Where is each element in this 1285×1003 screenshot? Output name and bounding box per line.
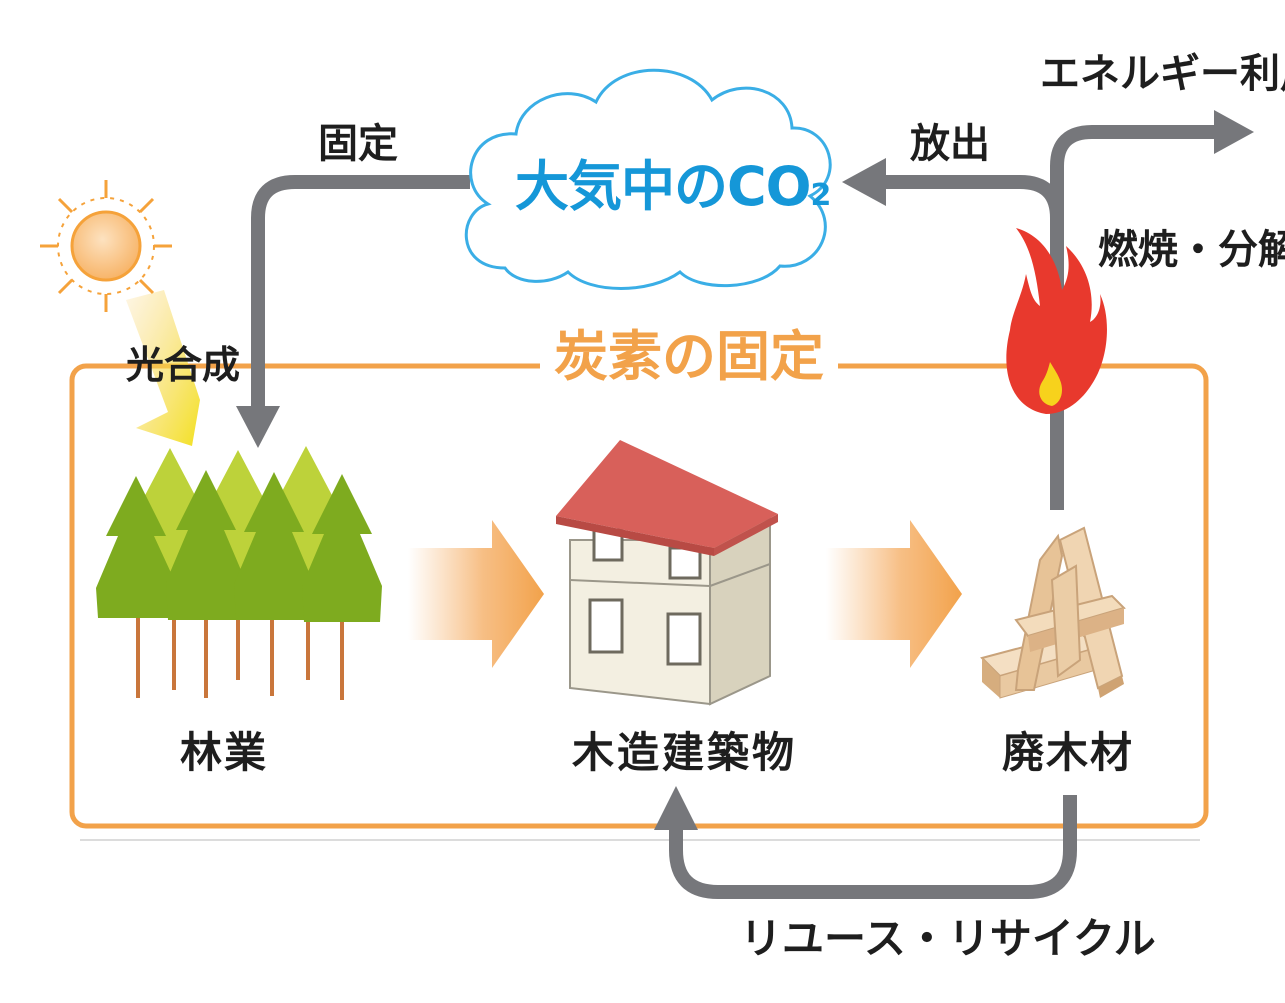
building-to-wood-arrow [826, 520, 962, 668]
forest-to-building-arrow [408, 520, 544, 668]
forest-illustration [96, 446, 382, 700]
atmosphere-cloud [464, 68, 832, 290]
release-arrowhead [842, 158, 886, 206]
wooden-building-label: 木造建築物 [572, 728, 798, 777]
energy-use-arrowhead [1214, 110, 1254, 154]
tree-front-row [96, 470, 382, 622]
forestry-label: 林業 [180, 728, 269, 777]
photosynthesis-label: 光合成 [126, 343, 241, 387]
fixation-arrow [251, 175, 470, 412]
waste-wood-illustration [980, 526, 1126, 699]
flame-icon [1006, 228, 1107, 414]
sun-icon [40, 180, 172, 312]
reuse-arrow [669, 795, 1077, 899]
house-illustration [556, 440, 778, 706]
house-roof [556, 440, 778, 548]
atmosphere-co2-text: 大気中のCO [515, 155, 812, 218]
reuse-arrowhead [654, 786, 698, 830]
atmosphere-co2-label: 大気中のCO2 [515, 160, 832, 214]
energy-use-arrow [1050, 125, 1220, 226]
energy-use-label: エネルギー利用 [1040, 51, 1285, 97]
photosynthesis-beam [126, 290, 200, 446]
reuse-recycle-label: リユース・リサイクル [740, 914, 1156, 963]
atmosphere-co2-subscript: 2 [810, 178, 832, 213]
release-label: 放出 [910, 121, 990, 167]
fixation-label: 固定 [318, 121, 398, 167]
carbon-fixation-label: 炭素の固定 [540, 330, 838, 384]
waste-wood-label: 廃木材 [1002, 728, 1135, 777]
fixation-arrowhead [236, 406, 280, 448]
combustion-decomposition-label: 燃焼・分解 [1098, 227, 1285, 273]
